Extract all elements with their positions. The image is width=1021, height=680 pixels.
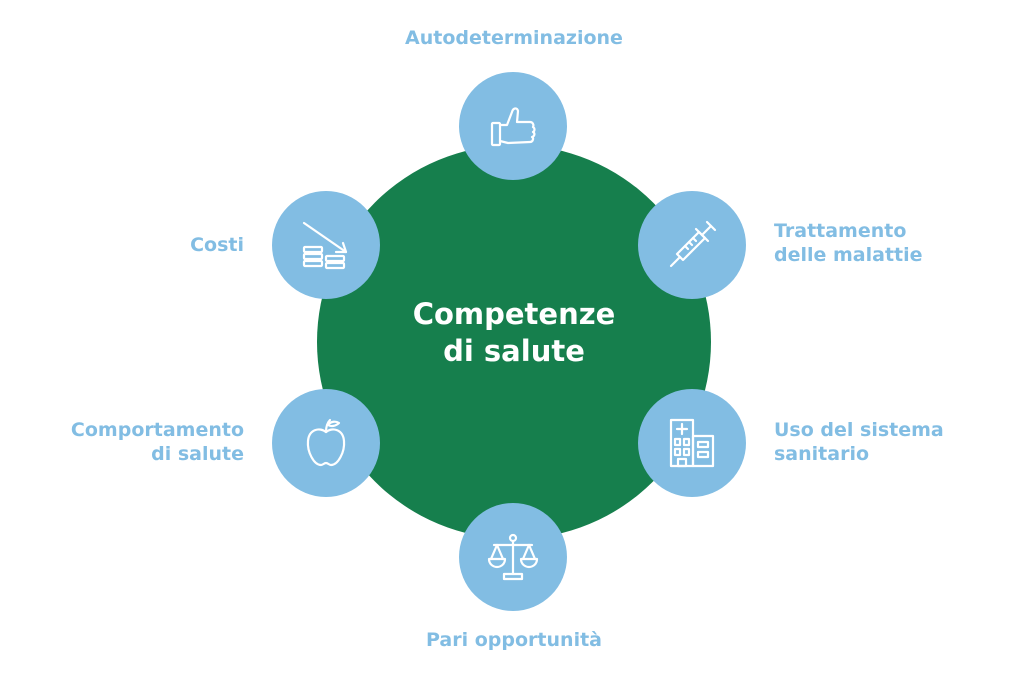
label-trattamento-line-1: Trattamento	[774, 220, 907, 242]
node-pari	[459, 503, 567, 611]
center-title: Competenze di salute	[363, 296, 665, 370]
label-autodeterminazione-line-1: Autodeterminazione	[405, 27, 623, 49]
label-pari: Pari opportunità	[374, 628, 654, 652]
node-comportamento	[272, 389, 380, 497]
label-trattamento: Trattamento delle malattie	[774, 219, 994, 267]
coins-down-icon	[302, 221, 348, 270]
center-circle	[317, 145, 711, 539]
label-costi: Costi	[20, 233, 244, 257]
scales-icon	[487, 533, 539, 581]
node-autodeterminazione	[459, 72, 567, 180]
hospital-icon	[669, 418, 715, 468]
node-sistema	[638, 389, 746, 497]
center-title-line-1: Competenze	[412, 297, 616, 331]
label-comportamento: Comportamento di salute	[20, 418, 244, 466]
center-title-line-2: di salute	[443, 334, 585, 368]
label-trattamento-line-2: delle malattie	[774, 244, 923, 266]
label-sistema: Uso del sistema sanitario	[774, 418, 994, 466]
label-comportamento-line-1: Comportamento	[70, 419, 244, 441]
label-sistema-line-2: sanitario	[774, 443, 870, 465]
label-pari-line-1: Pari opportunità	[426, 629, 602, 651]
label-costi-line-1: Costi	[190, 234, 244, 256]
label-comportamento-line-2: di salute	[151, 443, 244, 465]
node-costi	[272, 191, 380, 299]
node-trattamento	[638, 191, 746, 299]
label-autodeterminazione: Autodeterminazione	[374, 26, 654, 50]
thumbs-up-icon	[490, 107, 536, 147]
syringe-icon	[669, 220, 717, 268]
label-sistema-line-1: Uso del sistema	[774, 419, 944, 441]
apple-icon	[306, 418, 346, 467]
